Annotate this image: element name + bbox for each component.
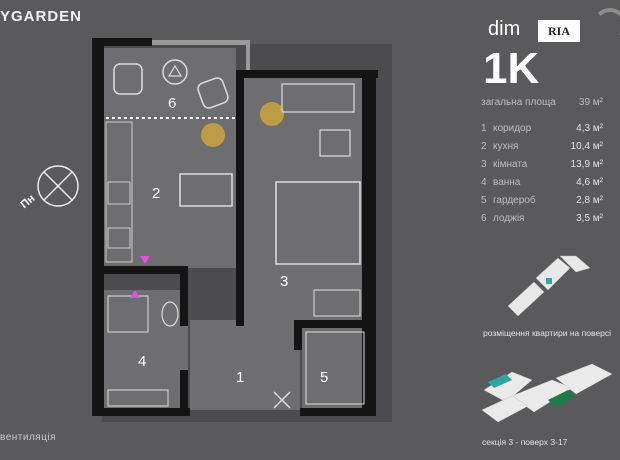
plant-icon-1 [201, 123, 225, 147]
wall-top-left [92, 38, 152, 46]
wall-wardrobe-left [294, 320, 302, 350]
wall-bath-right-low [180, 370, 188, 414]
wall-bottom-left [92, 408, 190, 416]
watermark-ria-logo: RIA [538, 20, 580, 42]
room-spec-name: гардероб [493, 194, 536, 206]
walls [92, 38, 378, 416]
plant-icon-2 [260, 102, 284, 126]
room-spec-area: 4,6 м² [576, 176, 603, 188]
room-spec-name: коридор [493, 122, 532, 134]
total-area-value: 39 м² [578, 97, 603, 108]
wall-bath-right [180, 266, 188, 326]
wall-top-room [236, 70, 378, 78]
shower [107, 295, 149, 333]
wardrobe-rack [305, 331, 365, 405]
wardrobe-shelf [313, 289, 361, 317]
room-spec-name: кухня [493, 140, 519, 152]
section-block [555, 363, 613, 395]
compass-label: Пн [18, 192, 37, 211]
loggia-table-mark [167, 64, 183, 77]
room-spec-num: 6 [481, 212, 487, 224]
toilet [161, 301, 179, 327]
wardrobe-floor [302, 328, 366, 410]
room-spec-num: 5 [481, 194, 487, 206]
vent-marker-icon [130, 290, 140, 298]
vent-label: вентиляція [0, 432, 57, 443]
area-specs: загальна площа 39 м² 1 коридор 4,3 м² 2 кухн… [481, 97, 603, 227]
apartment-code: 1K [483, 44, 540, 93]
desk [319, 129, 351, 157]
room-spec-name: лоджія [493, 212, 525, 224]
room-spec-area: 10,4 м² [570, 140, 603, 152]
wall-bottom-right [300, 408, 376, 416]
room-spec-area: 3,5 м² [576, 212, 603, 224]
room-spec-num: 2 [481, 140, 487, 152]
loggia-floor [104, 48, 236, 120]
total-area-label: загальна площа [481, 97, 556, 108]
room-spec-row: 3 кімната 13,9 м² [481, 155, 603, 173]
loggia-window [152, 40, 246, 45]
room-spec-name: кімната [493, 158, 528, 170]
total-area-row: загальна площа 39 м² [481, 97, 603, 108]
watermark: dim RIA [488, 14, 588, 48]
compass-icon [37, 165, 79, 207]
room-spec-num: 4 [481, 176, 487, 188]
map-highlight [546, 278, 552, 284]
floor-areas [104, 48, 366, 410]
room-spec-num: 1 [481, 122, 487, 134]
tv-stand [281, 83, 355, 113]
corner-arc-icon [593, 8, 620, 42]
section-green [548, 390, 576, 408]
bath-floor [104, 290, 188, 408]
room-number-6: 6 [168, 95, 176, 112]
room-spec-row: 2 кухня 10,4 м² [481, 137, 603, 155]
vent-marker-icon [140, 256, 150, 264]
room-list: 1 коридор 4,3 м² 2 кухня 10,4 м² 3 кімната 13,9 … [481, 119, 603, 227]
bath-sink [107, 389, 169, 407]
corridor-floor [190, 320, 300, 410]
room-number-3: 3 [280, 273, 288, 290]
room-spec-num: 3 [481, 158, 487, 170]
wall-kitchen-bath [104, 266, 180, 274]
entrance-mark-icon [273, 391, 291, 409]
room-spec-row: 6 лоджія 3,5 м² [481, 209, 603, 227]
dining-table [179, 173, 233, 207]
map-block [535, 257, 571, 291]
loggia-armchair [197, 77, 229, 109]
bed [275, 181, 361, 265]
room-spec-area: 2,8 м² [576, 194, 603, 206]
kitchen-counter [105, 121, 133, 263]
floor-plan: Пн 1 2 3 4 5 6 [18, 38, 392, 422]
room-number-2: 2 [152, 185, 160, 202]
floor-location-map [507, 255, 591, 317]
wall-wardrobe-top [294, 320, 366, 328]
section-caption: секція 3 - поверх 3-17 [482, 437, 568, 447]
floor-location-caption: розміщення квартири на поверсі [483, 328, 611, 338]
section-map [481, 363, 613, 423]
section-block [481, 395, 529, 423]
room-spec-area: 4,3 м² [576, 122, 603, 134]
room-number-1: 1 [236, 369, 244, 386]
room-number-5: 5 [320, 369, 328, 386]
loggia-window-side [246, 40, 250, 70]
room-numbers: 1 2 3 4 5 6 [138, 95, 328, 386]
wall-mid [236, 70, 244, 326]
room-spec-area: 13,9 м² [570, 158, 603, 170]
room-spec-row: 1 коридор 4,3 м² [481, 119, 603, 137]
plant-icons [201, 102, 284, 147]
loggia-chair [113, 63, 143, 95]
watermark-dim: dim [488, 18, 521, 40]
sink [107, 227, 131, 249]
room-spec-row: 5 гардероб 2,8 м² [481, 191, 603, 209]
map-block [559, 255, 591, 273]
loggia-table [162, 59, 188, 85]
section-highlight [488, 374, 512, 388]
room-spec-name: ванна [493, 176, 521, 188]
brand-logo: YGARDEN [0, 8, 83, 25]
stove [107, 181, 131, 205]
room-number-4: 4 [138, 353, 146, 370]
map-block [507, 281, 545, 317]
wall-left [92, 38, 104, 414]
room-spec-row: 4 ванна 4,6 м² [481, 173, 603, 191]
